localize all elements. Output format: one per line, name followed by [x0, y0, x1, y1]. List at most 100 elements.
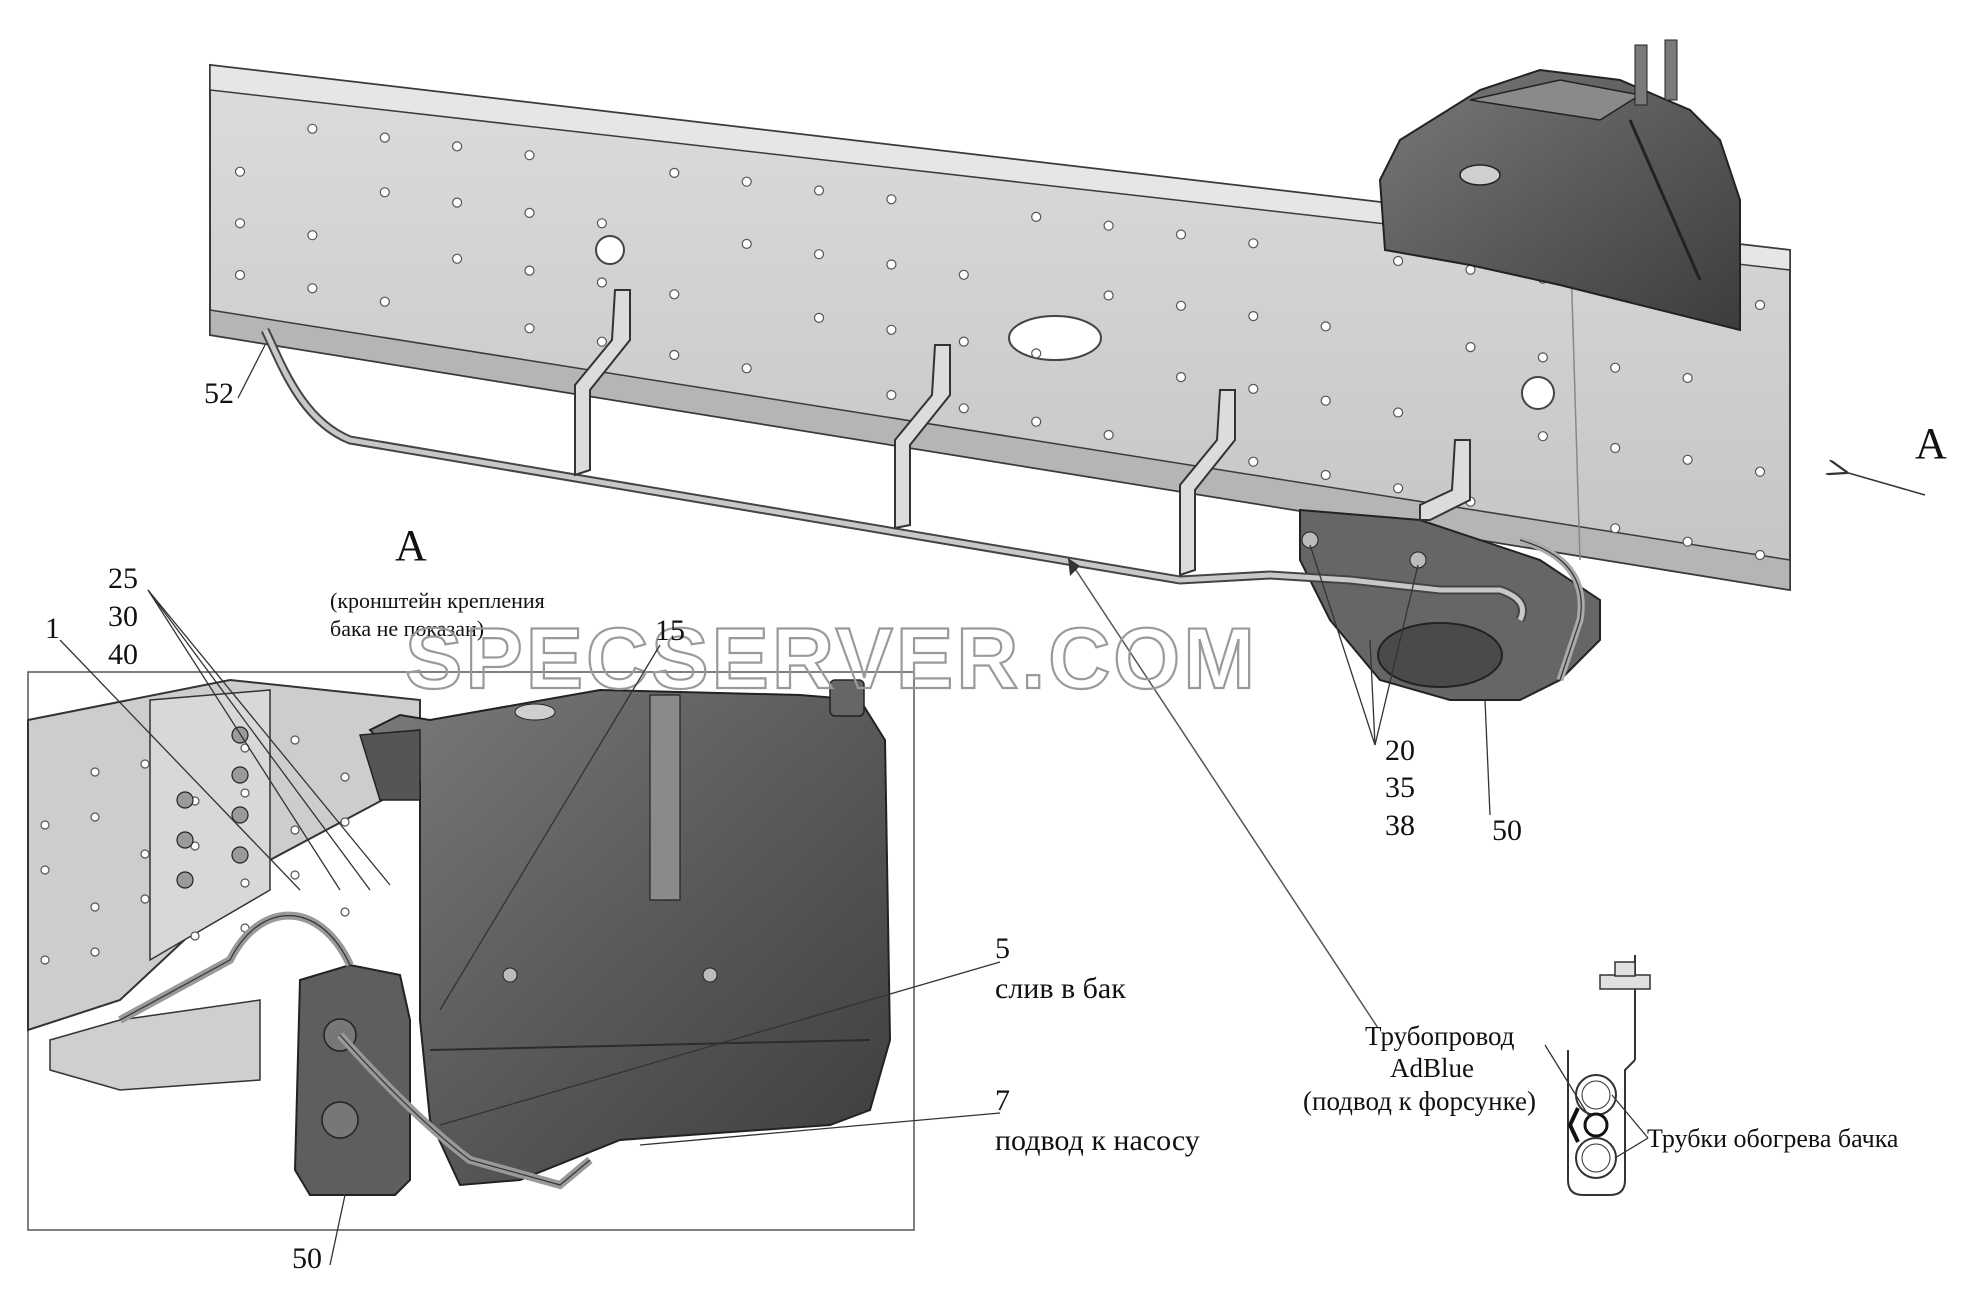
pipeline-leader-arrow: [1068, 558, 1080, 576]
inset-frame-hole: [340, 907, 350, 917]
inset-frame-holes: [40, 735, 350, 965]
inset-frame-hole: [40, 865, 50, 875]
inset-frame-hole: [290, 825, 300, 835]
frame-hole: [1610, 362, 1621, 373]
inset-frame-hole: [140, 759, 150, 769]
frame-hole: [1537, 431, 1549, 442]
frame-hole: [1103, 429, 1114, 441]
inset-frame-hole: [90, 812, 100, 822]
view-a-note-line1: (кронштейн крепления: [330, 588, 545, 613]
inset-frame-hole: [90, 947, 100, 957]
frame-hole: [1175, 229, 1187, 240]
pipe-clamps: [574, 289, 1471, 577]
frame-hole: [1031, 211, 1042, 222]
frame-hole: [1682, 536, 1693, 547]
pipeline-note-line2: AdBlue: [1390, 1053, 1474, 1083]
frame-hole: [1175, 300, 1187, 311]
frame-hole: [1392, 407, 1404, 418]
frame-hole: [379, 296, 390, 307]
frame-hole: [669, 349, 680, 361]
frame-hole: [234, 218, 246, 229]
frame-hole: [669, 167, 680, 178]
supply-note: подвод к насосу: [995, 1124, 1200, 1157]
frame-hole: [1754, 466, 1766, 477]
view-a-heading: A (кронштейн крепления бака не показан): [330, 521, 545, 641]
frame-hole: [307, 283, 318, 294]
frame-hole: [379, 132, 390, 143]
frame-hole: [307, 123, 318, 134]
view-arrow-label: A: [1915, 419, 1947, 468]
callout-38: 38: [1385, 809, 1415, 842]
frame-hole: [1610, 523, 1621, 534]
inset-frame-hole: [290, 735, 300, 745]
adblue-tube-section: [1583, 1112, 1609, 1138]
frame-hole: [1465, 342, 1476, 353]
pipe-section-detail: [1567, 955, 1651, 1196]
frame-hole: [1320, 469, 1331, 481]
frame-hole: [524, 265, 535, 276]
frame-hole: [1248, 238, 1259, 249]
heating-tubes-note: Трубки обогрева бачка: [1611, 1094, 1899, 1159]
heating-tubes-label: Трубки обогрева бачка: [1647, 1124, 1899, 1153]
frame-hole: [1031, 416, 1042, 427]
frame-hole: [741, 238, 752, 249]
frame-hole: [1392, 483, 1404, 494]
frame-hole: [1248, 383, 1259, 394]
view-a-note-line2: бака не показан): [330, 616, 484, 641]
frame-hole: [958, 269, 969, 280]
pipeline-note-line3: (подвод к форсунке): [1303, 1086, 1536, 1116]
frame-hole: [1248, 456, 1259, 467]
callout-35: 35: [1385, 771, 1415, 804]
callout-25: 25: [108, 562, 138, 595]
callout-20: 20: [1385, 734, 1415, 767]
frame-hole: [1103, 220, 1114, 231]
frame-hole: [452, 197, 463, 208]
frame-hole: [958, 336, 969, 347]
frame-hole: [813, 185, 825, 196]
drain-note: слив в бак: [995, 972, 1126, 1005]
inset-frame-hole: [140, 894, 150, 904]
pipeline-leader: [1067, 557, 1379, 1029]
callout-group-20-35-38: 20 35 38: [1309, 544, 1419, 842]
frame-hole: [452, 253, 463, 264]
callout-52: 52: [204, 377, 234, 410]
frame-hole: [669, 289, 680, 300]
callout-40: 40: [108, 638, 138, 671]
frame-hole: [1031, 348, 1042, 359]
frame-rail-inset: [27, 678, 421, 1091]
frame-hole: [741, 363, 752, 374]
frame-hole: [596, 277, 608, 288]
adblue-tank-inset: [359, 679, 892, 1187]
frame-hole: [886, 324, 897, 335]
callout-30: 30: [108, 600, 138, 633]
callout-5: 5: [995, 932, 1010, 965]
frame-hole: [1682, 372, 1693, 384]
frame-hole: [1754, 549, 1766, 561]
inset-frame-hole: [190, 931, 200, 941]
pipeline-note: Трубопровод AdBlue (подвод к форсунке): [1303, 1021, 1591, 1119]
callout-7: 7: [995, 1084, 1010, 1117]
frame-hole: [1610, 442, 1621, 454]
callout-15: 15: [655, 614, 685, 647]
inset-frame-hole: [290, 870, 300, 880]
frame-hole: [596, 218, 608, 229]
pump-unit-top: [1299, 508, 1601, 701]
inset-bolts: [176, 726, 249, 889]
frame-hole: [1320, 321, 1331, 332]
frame-hole: [307, 230, 318, 241]
frame-hole: [524, 323, 535, 334]
watermark: SPECSERVER.COM: [405, 611, 1258, 707]
inset-frame-hole: [140, 849, 150, 859]
view-arrow-a: A: [1845, 419, 1947, 496]
pipeline-note-line1: Трубопровод: [1365, 1021, 1515, 1051]
inset-frame-hole: [40, 955, 50, 965]
adblue-pipeline: [260, 289, 1527, 623]
inset-frame-hole: [240, 878, 250, 888]
pump-unit-inset: [118, 911, 593, 1196]
callout-1: 1: [45, 612, 60, 645]
callout-50-top: 50: [1492, 814, 1522, 847]
frame-hole: [1682, 454, 1693, 465]
frame-hole: [1320, 395, 1331, 406]
frame-hole: [1537, 352, 1549, 363]
